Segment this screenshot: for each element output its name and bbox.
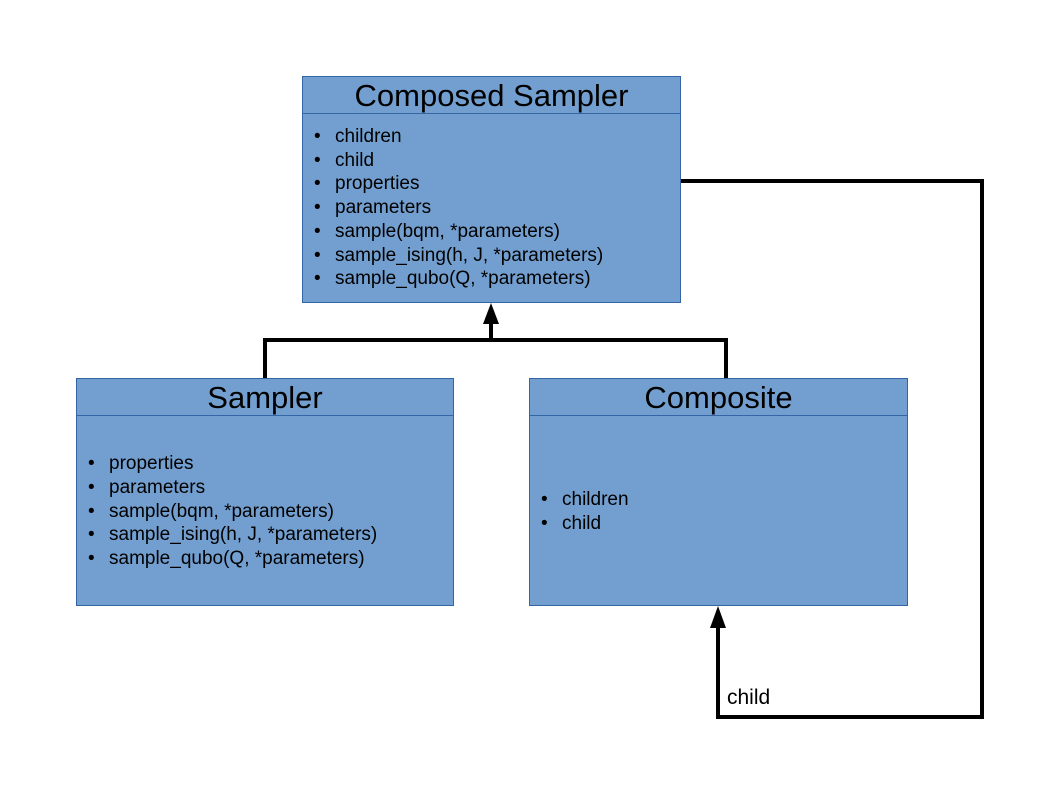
bullet-icon: • <box>314 244 321 266</box>
bullet-icon: • <box>314 173 321 195</box>
inheritance-arrowhead <box>483 303 499 324</box>
composite-box: Composite • children • child <box>529 378 908 606</box>
child-edge-label: child <box>727 686 771 709</box>
bullet-icon: • <box>88 548 95 570</box>
sampler-member: • sample(bqm, *parameters) <box>77 500 453 524</box>
child-association-line <box>681 179 984 719</box>
sampler-member: • properties <box>77 452 453 476</box>
bullet-icon: • <box>314 149 321 171</box>
composed-sampler-member: • child <box>303 149 680 173</box>
sampler-member-label: properties <box>109 453 194 475</box>
bullet-icon: • <box>541 512 548 534</box>
sampler-member-list: • properties • parameters • sample(bqm, *para… <box>77 452 453 571</box>
bullet-icon: • <box>314 220 321 242</box>
sampler-member: • sample_ising(h, J, *parameters) <box>77 523 453 547</box>
sampler-inheritance-line <box>263 338 728 378</box>
sampler-member-label: sample_qubo(Q, *parameters) <box>109 548 365 570</box>
composed-sampler-box: Composed Sampler • children • child • propert… <box>302 76 681 303</box>
composite-member-list: • children • child <box>530 488 907 535</box>
composed-sampler-member-label: sample_ising(h, J, *parameters) <box>335 244 604 266</box>
composed-sampler-member-label: parameters <box>335 197 432 219</box>
bullet-icon: • <box>88 524 95 546</box>
sampler-member: • sample_qubo(Q, *parameters) <box>77 547 453 571</box>
bullet-icon: • <box>314 197 321 219</box>
composed-sampler-member: • sample_ising(h, J, *parameters) <box>303 244 680 268</box>
composed-sampler-member: • sample_qubo(Q, *parameters) <box>303 267 680 291</box>
composed-sampler-member-label: sample(bqm, *parameters) <box>335 220 560 242</box>
bullet-icon: • <box>541 488 548 510</box>
composed-sampler-member-label: sample_qubo(Q, *parameters) <box>335 268 591 290</box>
composed-sampler-member-label: properties <box>335 173 420 195</box>
sampler-member-label: parameters <box>109 476 206 498</box>
composite-member-label: child <box>562 512 602 534</box>
sampler-title: Sampler <box>77 379 453 416</box>
sampler-box: Sampler • properties • parameters • sample(bq… <box>76 378 454 606</box>
child-association-arrowhead <box>710 606 726 628</box>
bullet-icon: • <box>314 126 321 147</box>
composite-member: • child <box>530 512 907 536</box>
bullet-icon: • <box>314 268 321 290</box>
composite-member-label: children <box>562 488 629 510</box>
bullet-icon: • <box>88 500 95 522</box>
sampler-member-label: sample_ising(h, J, *parameters) <box>109 524 378 546</box>
composite-member: • children <box>530 488 907 512</box>
composed-sampler-title: Composed Sampler <box>303 77 680 114</box>
composed-sampler-member-label: children <box>335 126 402 147</box>
composite-title: Composite <box>530 379 907 416</box>
composed-sampler-member-list: • children • child • properties • parameters • sa… <box>303 125 680 291</box>
composed-sampler-member: • parameters <box>303 196 680 220</box>
composed-sampler-member: • sample(bqm, *parameters) <box>303 220 680 244</box>
composed-sampler-member: • properties <box>303 172 680 196</box>
bullet-icon: • <box>88 476 95 498</box>
sampler-member: • parameters <box>77 476 453 500</box>
sampler-member-label: sample(bqm, *parameters) <box>109 500 334 522</box>
bullet-icon: • <box>88 453 95 475</box>
composed-sampler-member: • children <box>303 125 680 149</box>
composed-sampler-member-label: child <box>335 149 375 171</box>
